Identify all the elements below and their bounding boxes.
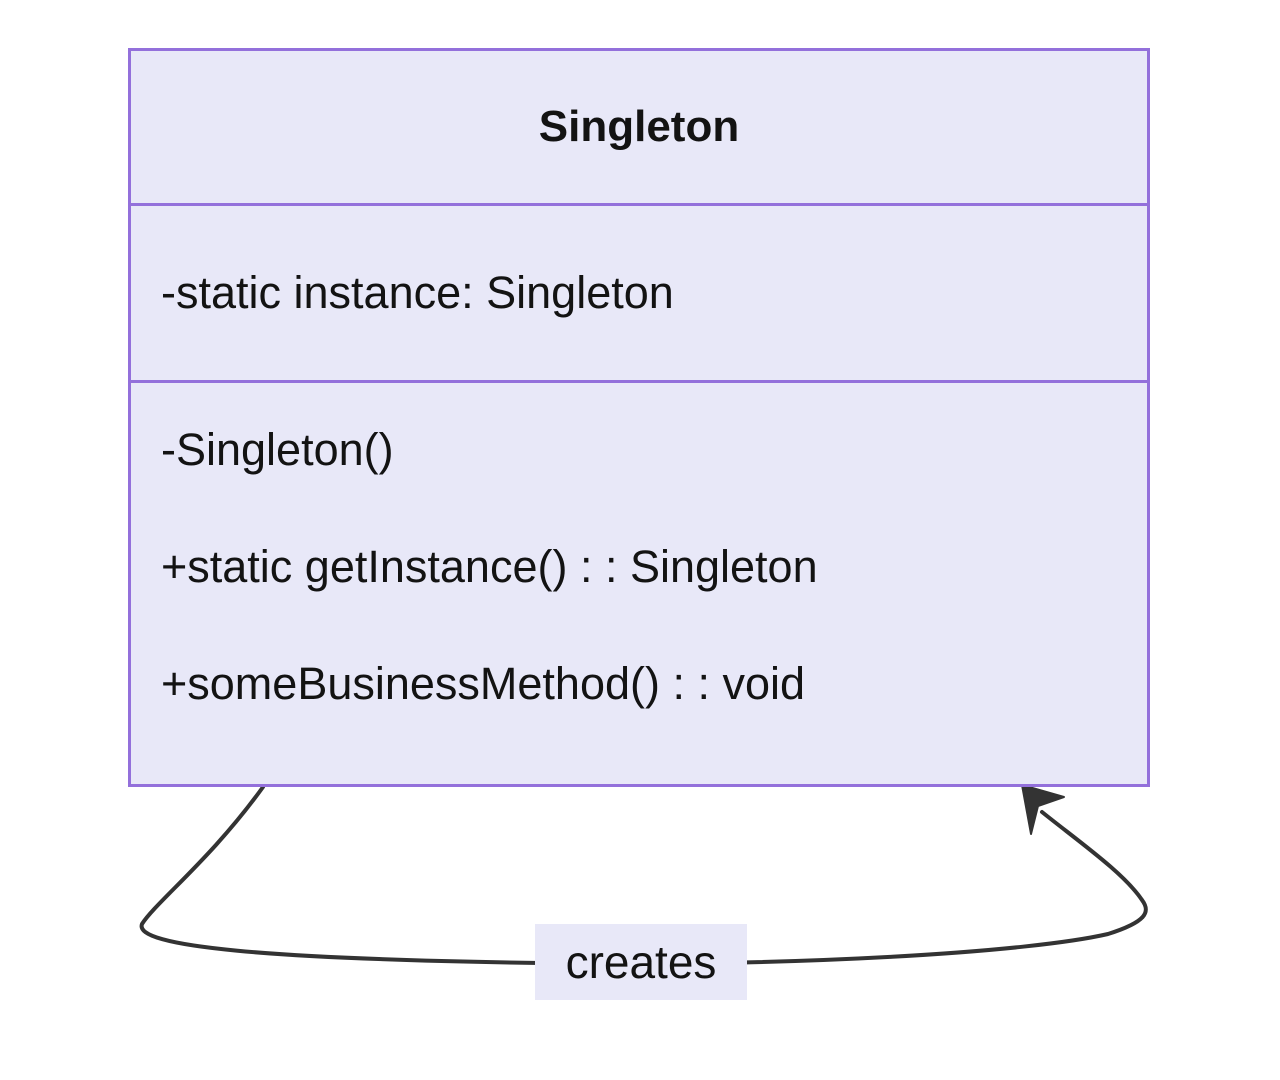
creates-label: creates (535, 924, 747, 1000)
class-box-singleton: Singleton -static instance: Singleton -S… (128, 48, 1150, 787)
attribute-line: -static instance: Singleton (161, 267, 674, 318)
class-attributes-section: -static instance: Singleton (131, 203, 1147, 380)
class-methods-section: -Singleton() +static getInstance() : : S… (131, 380, 1147, 784)
method-line: -Singleton() (161, 424, 394, 475)
method-line: +someBusinessMethod() : : void (161, 658, 806, 709)
arrowhead-icon (1021, 784, 1065, 835)
class-title: Singleton (538, 102, 740, 151)
method-line: +static getInstance() : : Singleton (161, 541, 818, 592)
